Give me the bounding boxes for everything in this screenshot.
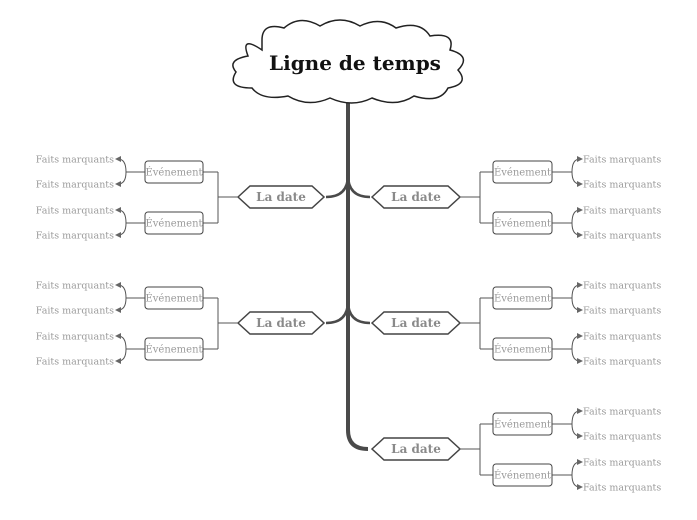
- fact-arrow: [571, 348, 583, 364]
- date-label: La date: [256, 316, 306, 330]
- fact-arrow: [571, 423, 583, 439]
- date-node[interactable]: La date: [370, 311, 462, 335]
- date-node[interactable]: La date: [236, 311, 326, 335]
- fact-arrow: [571, 297, 583, 313]
- fact-label[interactable]: Faits marquants: [36, 281, 114, 292]
- fact-label[interactable]: Faits marquants: [583, 231, 661, 242]
- event-label: Événement: [145, 218, 202, 230]
- fact-label[interactable]: Faits marquants: [583, 357, 661, 368]
- event-label: Événement: [494, 218, 551, 230]
- fact-arrow: [115, 297, 127, 313]
- fact-arrow: [115, 156, 127, 173]
- fact-label[interactable]: Faits marquants: [583, 458, 661, 469]
- fact-arrow: [571, 171, 583, 187]
- event-label: Événement: [494, 470, 551, 482]
- event-label: Événement: [494, 344, 551, 356]
- fact-label[interactable]: Faits marquants: [36, 306, 114, 317]
- fact-label[interactable]: Faits marquants: [583, 180, 661, 191]
- title-cloud[interactable]: Ligne de temps: [232, 19, 465, 104]
- date-label: La date: [256, 190, 306, 204]
- timeline-trunk: [325, 98, 371, 451]
- event-label: Événement: [494, 419, 551, 431]
- fact-arrow: [115, 222, 127, 238]
- event-label: Événement: [494, 293, 551, 305]
- event-label: Événement: [494, 167, 551, 179]
- fact-arrow: [115, 171, 127, 187]
- fact-arrow: [115, 282, 127, 299]
- date-node[interactable]: La date: [370, 437, 462, 461]
- date-node[interactable]: La date: [370, 185, 462, 209]
- fact-label[interactable]: Faits marquants: [583, 206, 661, 217]
- fact-arrow: [571, 474, 583, 490]
- fact-label[interactable]: Faits marquants: [583, 281, 661, 292]
- fact-arrow: [571, 333, 583, 350]
- fact-label[interactable]: Faits marquants: [583, 332, 661, 343]
- fact-arrow: [571, 156, 583, 173]
- date-label: La date: [391, 316, 441, 330]
- event-label: Événement: [145, 293, 202, 305]
- event-label: Événement: [145, 167, 202, 179]
- fact-label[interactable]: Faits marquants: [36, 332, 114, 343]
- fact-label[interactable]: Faits marquants: [36, 357, 114, 368]
- fact-label[interactable]: Faits marquants: [583, 306, 661, 317]
- date-label: La date: [391, 190, 441, 204]
- fact-arrow: [571, 282, 583, 299]
- fact-label[interactable]: Faits marquants: [36, 180, 114, 191]
- fact-arrow: [115, 348, 127, 364]
- date-label: La date: [391, 442, 441, 456]
- fact-arrow: [115, 333, 127, 350]
- fact-label[interactable]: Faits marquants: [36, 206, 114, 217]
- fact-arrow: [571, 207, 583, 224]
- fact-label[interactable]: Faits marquants: [583, 407, 661, 418]
- fact-label[interactable]: Faits marquants: [583, 155, 661, 166]
- fact-label[interactable]: Faits marquants: [583, 432, 661, 443]
- fact-arrow: [115, 207, 127, 224]
- event-label: Événement: [145, 344, 202, 356]
- fact-label[interactable]: Faits marquants: [583, 483, 661, 494]
- fact-label[interactable]: Faits marquants: [36, 155, 114, 166]
- fact-arrow: [571, 459, 583, 476]
- date-node[interactable]: La date: [236, 185, 326, 209]
- page-title: Ligne de temps: [269, 51, 441, 75]
- fact-arrow: [571, 222, 583, 238]
- fact-label[interactable]: Faits marquants: [36, 231, 114, 242]
- fact-arrow: [571, 408, 583, 425]
